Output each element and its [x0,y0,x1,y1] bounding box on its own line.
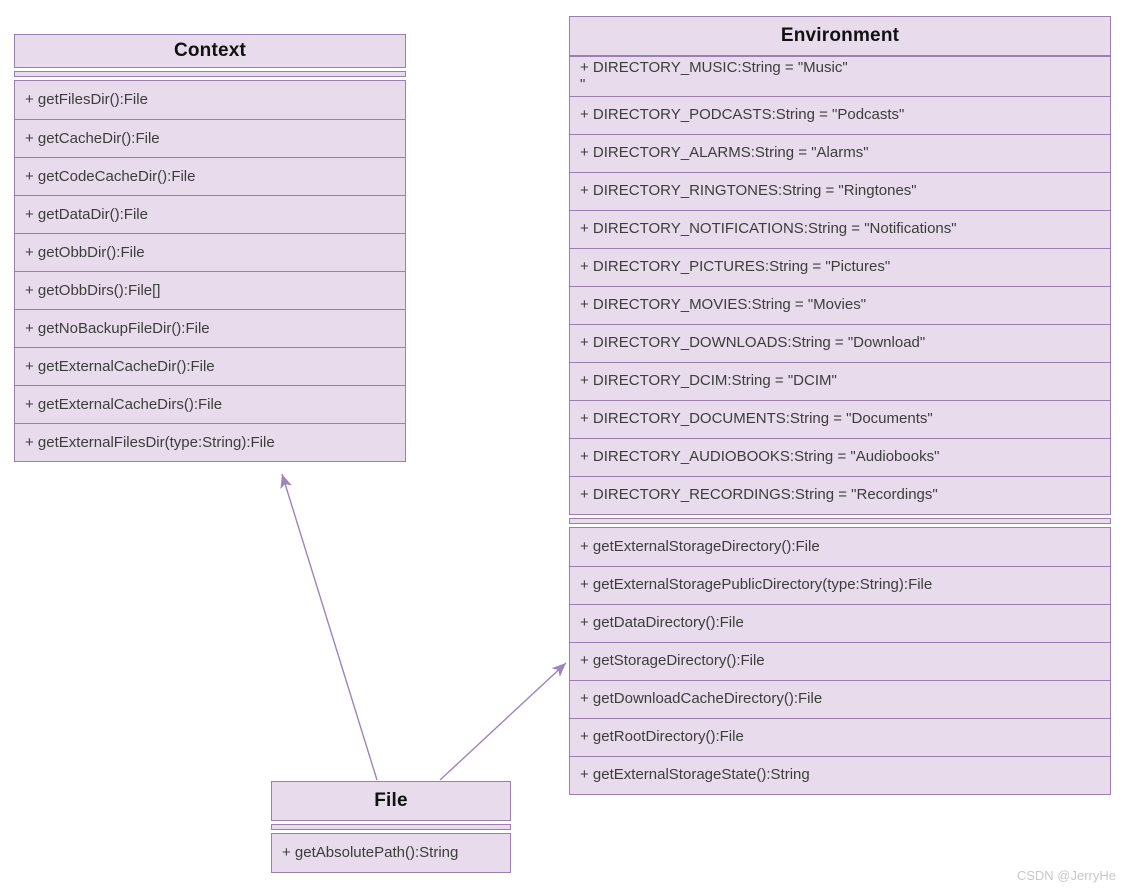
method-row: + getDataDirectory():File [570,603,1110,642]
method-row: + getExternalStorageState():String [570,755,1110,794]
class-context-title: Context [14,34,406,68]
field-row: + DIRECTORY_AUDIOBOOKS:String = "Audiobo… [570,437,1110,476]
class-environment: Environment + DIRECTORY_MUSIC:String = "… [569,16,1111,795]
method-row: + getRootDirectory():File [570,717,1110,756]
class-context-methods: + getFilesDir():File + getCacheDir():File… [14,80,406,462]
field-row: + DIRECTORY_PICTURES:String = "Pictures" [570,247,1110,286]
method-row: + getNoBackupFileDir():File [15,309,405,347]
method-row: + getObbDirs():File[] [15,271,405,309]
empty-fields-compartment [14,71,406,77]
class-environment-methods: + getExternalStorageDirectory():File + ge… [569,526,1111,795]
method-row: + getExternalCacheDirs():File [15,385,405,423]
method-row: + getDownloadCacheDirectory():File [570,679,1110,718]
method-row: + getObbDir():File [15,233,405,271]
method-row: + getDataDir():File [15,195,405,233]
field-row: + DIRECTORY_DOCUMENTS:String = "Document… [570,399,1110,438]
method-row: + getAbsolutePath():String [282,844,459,862]
class-file: File + getAbsolutePath():String [271,781,511,873]
arrow-file-to-environment [439,662,567,781]
method-row: + getExternalCacheDir():File [15,347,405,385]
method-row: + getCacheDir():File [15,119,405,157]
field-row: + DIRECTORY_ALARMS:String = "Alarms" [570,133,1110,172]
method-row: + getExternalStorageDirectory():File [580,537,820,555]
class-environment-fields: + DIRECTORY_MUSIC:String = "Music" "+ DI… [569,56,1111,515]
field-row: + DIRECTORY_PODCASTS:String = "Podcasts" [570,95,1110,134]
field-row: + DIRECTORY_DCIM:String = "DCIM" [570,361,1110,400]
class-file-title: File [271,781,511,821]
class-environment-title: Environment [569,16,1111,56]
field-row: + DIRECTORY_RECORDINGS:String = "Recordi… [570,475,1110,514]
field-row: + DIRECTORY_DOWNLOADS:String = "Download… [570,323,1110,362]
class-file-methods: + getAbsolutePath():String [271,833,511,873]
method-row: + getExternalFilesDir(type:String):File [15,423,405,461]
field-row: + DIRECTORY_RINGTONES:String = "Ringtone… [570,171,1110,210]
arrow-file-to-context [280,473,378,781]
field-row: + DIRECTORY_MUSIC:String = "Music" " [580,59,848,94]
method-row: + getStorageDirectory():File [570,641,1110,680]
field-row: + DIRECTORY_NOTIFICATIONS:String = "Noti… [570,209,1110,248]
class-context: Context + getFilesDir():File + getCacheDi… [14,34,406,462]
watermark: CSDN @JerryHe [1016,868,1116,883]
method-row: + getCodeCacheDir():File [15,157,405,195]
method-row: + getFilesDir():File [25,91,148,109]
field-row: + DIRECTORY_MOVIES:String = "Movies" [570,285,1110,324]
method-row: + getExternalStoragePublicDirectory(type… [570,565,1110,604]
empty-fields-compartment [271,824,511,830]
compartment-separator [569,517,1111,524]
